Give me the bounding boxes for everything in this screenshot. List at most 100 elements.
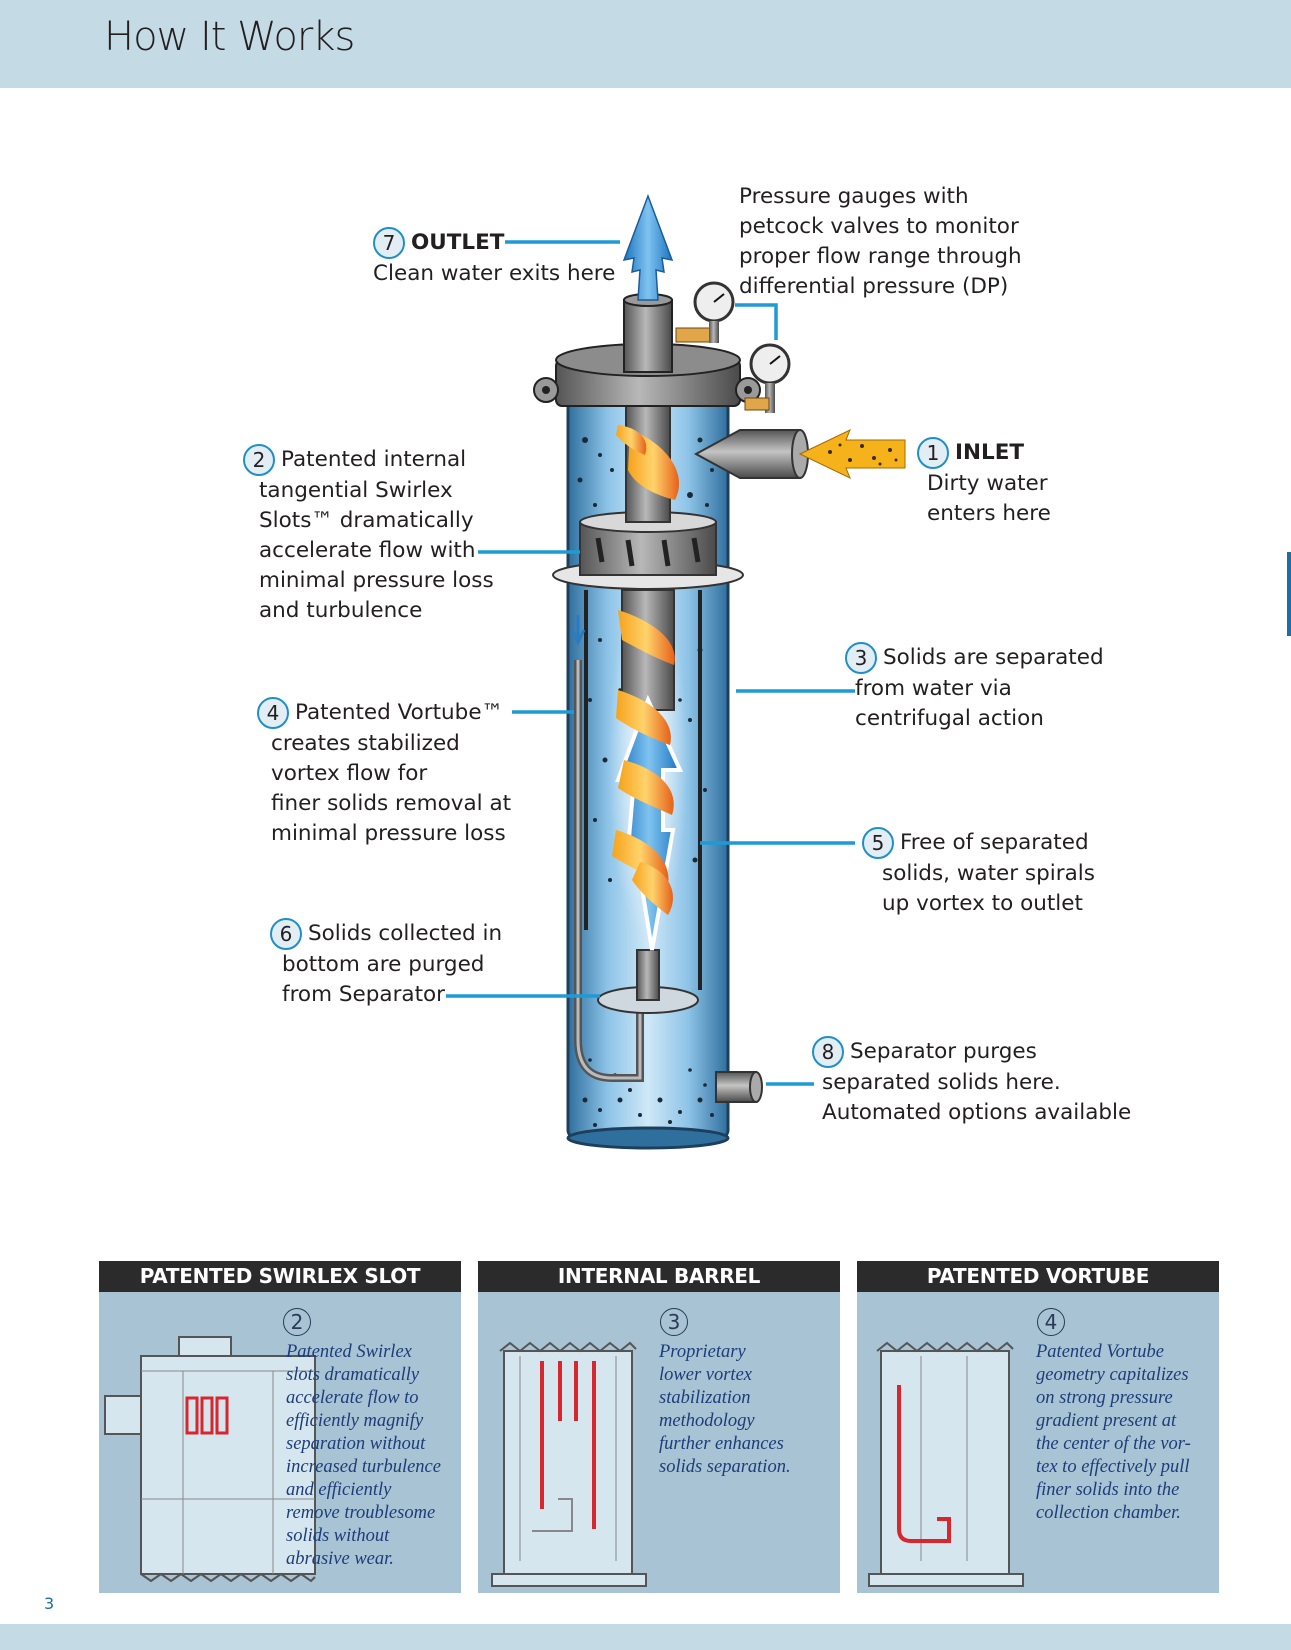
panel-title: PATENTED VORTUBE [857,1261,1219,1292]
panel-line: Proprietary [659,1342,746,1362]
orange-spiral-flow [612,610,675,915]
panel-text: Patented Vortube geometry capitalizes on… [1036,1341,1191,1525]
panel-vortube: PATENTED VORTUBE 4 Patented Vortube geom… [857,1261,1219,1593]
callout-line: Automated options available [822,1100,1132,1125]
panel-text: Proprietary lower vortex stabilization m… [659,1341,791,1479]
callout-number: 7 [373,227,405,259]
leader-lines [446,240,855,1086]
callout-line: Free of separated [900,830,1089,855]
callout-number: 6 [270,918,302,950]
callout-line: proper flow range through [739,244,1022,269]
callout-line: differential pressure (DP) [739,274,1009,299]
callout-line: accelerate flow with [259,538,476,563]
callout-line: Dirty water [927,471,1048,496]
callout-line: enters here [927,501,1051,526]
outlet-pipe [623,293,673,373]
callout-line: bottom are purged [282,952,485,977]
panel-title: PATENTED SWIRLEX SLOT [99,1261,461,1292]
panel-line: remove troublesome [286,1503,436,1523]
callout-line: Solids collected in [308,921,503,946]
panel-line: Patented Swirlex [286,1342,412,1362]
callout-line: centrifugal action [855,706,1044,731]
pressure-gauge-icon [675,281,791,413]
callout-title: OUTLET [411,230,505,255]
callout-line: tangential Swirlex [259,478,453,503]
callout-line: petcock valves to monitor [739,214,1019,239]
panel-internal-barrel: INTERNAL BARREL 3 Proprietary lower vort… [478,1261,840,1593]
callout-line: Clean water exits here [373,261,616,286]
callout-line: from Separator [282,982,446,1007]
panel-number: 2 [283,1308,311,1336]
panel-line: tex to effectively pull [1036,1457,1190,1477]
separator-illustration [446,193,906,1150]
page-title: How It Works [104,14,355,60]
panel-line: and efficiently [286,1480,392,1500]
purge-outlet-pipe [715,1071,763,1103]
down-flow-arrow [570,615,586,646]
callout-number: 3 [845,642,877,674]
page-header: How It Works [0,0,1291,88]
footer-band [0,1624,1291,1650]
callout-line: Solids are separated [883,645,1104,670]
panel-line: solids without [286,1526,390,1546]
page-number: 3 [44,1594,55,1613]
panel-line: slots dramatically [286,1365,420,1385]
panel-line: Patented Vortube [1036,1342,1164,1362]
panel-line: the center of the vor- [1036,1434,1191,1454]
panel-line: separation without [286,1434,426,1454]
callout-line: finer solids removal at [271,791,512,816]
internal-barrel-walls [584,590,702,990]
panel-number: 3 [660,1308,688,1336]
callout-number: 4 [257,697,289,729]
panel-line: abrasive wear. [286,1549,394,1569]
callout-line: Patented Vortube™ [295,700,504,725]
callout-line: Pressure gauges with [739,184,969,209]
panel-text: Patented Swirlex slots dramatically acce… [286,1341,441,1571]
panel-line: lower vortex [659,1365,752,1385]
panel-line: stabilization [659,1388,751,1408]
callout-line: vortex flow for [271,761,428,786]
callout-line: solids, water spirals [882,861,1095,886]
callout-line: up vortex to outlet [882,891,1083,916]
callout-line: and turbulence [259,598,423,623]
outlet-arrow [622,193,674,301]
callout-line: creates stabilized [271,731,460,756]
panel-swirlex-slot: PATENTED SWIRLEX SLOT 2 Patented Swirlex… [99,1261,461,1593]
panel-line: efficiently magnify [286,1411,424,1431]
callout-number: 5 [862,827,894,859]
panel-line: increased turbulence [286,1457,441,1477]
callout-line: minimal pressure loss [259,568,494,593]
panel-line: collection chamber. [1036,1503,1181,1523]
callout-line: from water via [855,676,1012,701]
callout-number: 2 [243,444,275,476]
inlet-arrow [798,428,906,480]
callout-line: Separator purges [850,1039,1037,1064]
panel-line: on strong pressure [1036,1388,1173,1408]
callout-line: minimal pressure loss [271,821,506,846]
callout-line: Slots™ dramatically [259,508,474,533]
panel-title: INTERNAL BARREL [478,1261,840,1292]
side-tab-marker [1287,552,1291,636]
callout-gauges: Pressure gauges with petcock valves to m… [739,182,1022,302]
panel-line: geometry capitalizes [1036,1365,1189,1385]
swirlex-slot-ring [552,511,744,590]
callout-number: 1 [917,437,949,469]
panel-line: gradient present at [1036,1411,1177,1431]
panel-line: further enhances [659,1434,784,1454]
callout-title: INLET [955,440,1025,465]
callout-line: separated solids here. [822,1070,1061,1095]
panel-line: accelerate flow to [286,1388,419,1408]
callout-line: Patented internal [281,447,467,472]
panel-line: methodology [659,1411,755,1431]
swirlex-slot-diagram [104,1336,316,1583]
panel-line: finer solids into the [1036,1480,1180,1500]
vortube-diagram [868,1341,1024,1587]
